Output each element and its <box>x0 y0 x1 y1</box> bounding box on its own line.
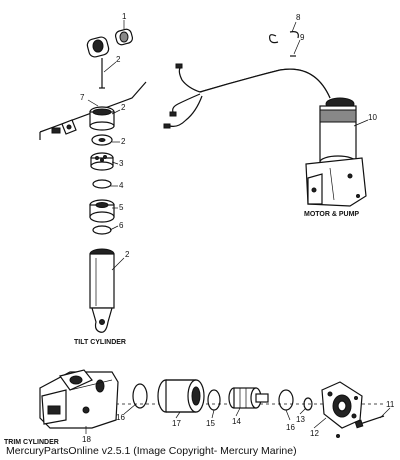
label-trim-cylinder: TRIM CYLINDER <box>4 439 59 446</box>
trim-cylinder-assembly <box>39 369 385 438</box>
part-16-o-ring <box>132 383 148 409</box>
callout-13: 13 <box>296 415 305 424</box>
part-17-sleeve <box>157 379 205 413</box>
part-16-o-ring-b <box>278 389 294 411</box>
callout-5: 5 <box>119 203 124 212</box>
part-2-cap <box>89 106 115 131</box>
part-15-o-ring <box>207 389 221 411</box>
callout-16-left: 16 <box>116 413 125 422</box>
callout-15: 15 <box>206 419 215 428</box>
tilt-cylinder-assembly <box>39 28 147 333</box>
callout-1: 1 <box>122 12 127 21</box>
callout-11: 11 <box>386 400 395 409</box>
callout-7: 7 <box>80 93 85 102</box>
part-14-piston <box>228 387 269 409</box>
callout-2-cap: 2 <box>121 103 126 112</box>
callout-14: 14 <box>232 417 241 426</box>
callout-2-pin: 2 <box>116 55 121 64</box>
part-2-pin <box>99 58 105 89</box>
callout-3: 3 <box>119 159 124 168</box>
callout-8: 8 <box>296 13 301 22</box>
part-7-bracket <box>39 81 147 140</box>
part-11-bolt <box>336 415 385 438</box>
part-13-o-ring <box>303 397 313 411</box>
motor-housing <box>319 97 357 169</box>
part-2-washer <box>91 134 113 146</box>
callout-4: 4 <box>119 181 124 190</box>
callout-numbers: 1 2 7 2 2 3 4 5 6 2 8 9 10 11 12 13 14 1… <box>80 12 395 444</box>
part-5-valve <box>89 199 115 223</box>
part-18-trim-housing <box>39 369 119 429</box>
pump-body <box>305 157 367 207</box>
callout-12: 12 <box>310 429 319 438</box>
callout-16-right: 16 <box>286 423 295 432</box>
part-6-o-ring <box>92 225 112 235</box>
callout-17: 17 <box>172 419 181 428</box>
callout-2-washer: 2 <box>121 137 126 146</box>
motor-and-pump <box>163 63 367 207</box>
callout-9: 9 <box>300 33 305 42</box>
leader-lines <box>85 20 391 434</box>
callout-18: 18 <box>82 435 91 444</box>
wiring-harness <box>163 63 331 129</box>
callout-6: 6 <box>119 221 124 230</box>
label-tilt-cylinder: TILT CYLINDER <box>74 339 126 346</box>
part-4-o-ring <box>92 179 112 189</box>
part-12-end-cap <box>321 381 363 429</box>
parts-8-9-retainers <box>269 31 299 57</box>
part-3-piston <box>90 152 114 171</box>
part-2-tilt-cylinder <box>89 248 115 333</box>
part-1-bushing <box>86 28 134 58</box>
label-motor-pump: MOTOR & PUMP <box>304 211 359 218</box>
callout-2-tilt-cylinder: 2 <box>125 250 130 259</box>
callout-10: 10 <box>368 113 377 122</box>
copyright-caption: MercuryPartsOnline v2.5.1 (Image Copyrig… <box>6 445 297 457</box>
